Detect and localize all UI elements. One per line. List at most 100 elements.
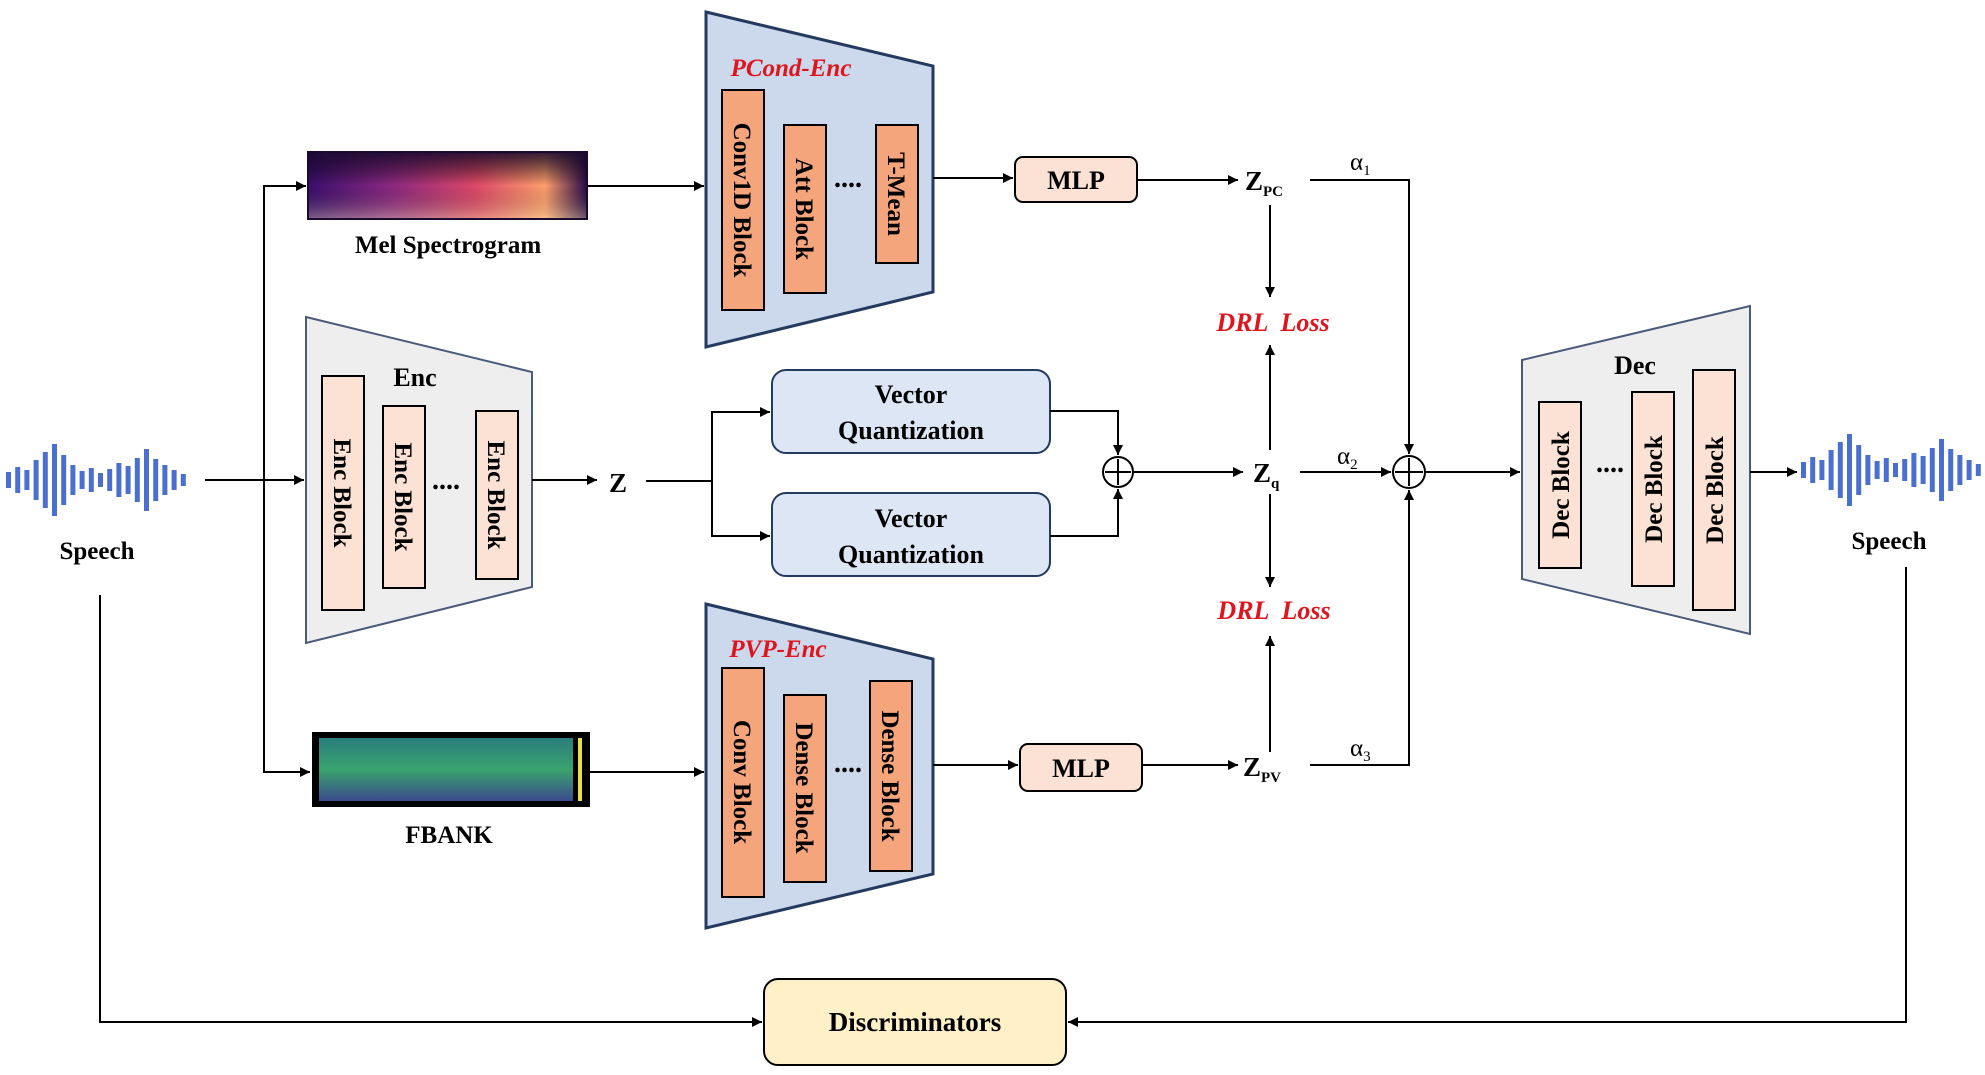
enc-block-1 (321, 375, 365, 611)
conv1d-block-label: Conv1D Block (728, 123, 755, 278)
att-block (783, 124, 827, 294)
waveform-bar (1893, 463, 1898, 477)
speech-output-label: Speech (1852, 528, 1927, 555)
z-pv-label: ZPV (1243, 752, 1281, 786)
waveform-bar (88, 468, 94, 492)
dense-block-1 (783, 694, 827, 883)
waveform-bar (70, 465, 76, 495)
waveform-bar (1920, 456, 1926, 484)
enc-block-1-label: Enc Block (328, 438, 355, 547)
pcond-encoder: PCond-Enc Conv1D Block Att Block .... T-… (704, 10, 935, 349)
alpha-1-label: α1 (1350, 149, 1371, 179)
connectors (99, 173, 1907, 1027)
mel-spectrogram-image (307, 151, 588, 220)
dec-block-1-label: Dec Block (1548, 431, 1575, 539)
waveform-bar (52, 444, 57, 516)
waveform-bar (116, 463, 122, 497)
dec-block-3 (1692, 369, 1736, 611)
waveform-bar (1975, 464, 1981, 476)
enc-block-2-label: Enc Block (389, 442, 416, 551)
waveform-bar (162, 465, 168, 495)
speech-input-label: Speech (60, 538, 135, 565)
vq-bottom-label-line2: Quantization (838, 540, 984, 569)
waveform-bar (1828, 450, 1834, 490)
enc-block-3-label: Enc Block (482, 440, 509, 549)
dec-block-3-label: Dec Block (1702, 436, 1729, 544)
waveform-bar (1874, 461, 1880, 479)
waveform-bar (1902, 459, 1908, 481)
mlp-top (1014, 156, 1138, 203)
discriminators-label: Discriminators (829, 1007, 1001, 1037)
alpha-3-label: α3 (1350, 735, 1371, 765)
dec-block-2 (1631, 391, 1675, 587)
fbank-label: FBANK (405, 822, 493, 849)
dec-title: Dec (1614, 351, 1656, 380)
fbank-image (312, 732, 590, 807)
z-pc-label: ZPC (1245, 166, 1283, 200)
waveform-bar (134, 458, 140, 502)
pvp-dots: .... (834, 748, 862, 779)
waveform-bar (171, 470, 177, 490)
waveform-bar (1819, 460, 1825, 480)
waveform-bar (1966, 460, 1972, 480)
waveform-bar (1911, 453, 1917, 487)
pcond-enc-title: PCond-Enc (730, 55, 852, 82)
dec-block-2-label: Dec Block (1641, 435, 1668, 543)
dense-block-1-label: Dense Block (790, 722, 817, 853)
waveform-bar (1883, 458, 1889, 482)
encoder: Enc Enc Block Enc Block .... Enc Block (305, 315, 533, 645)
waveform-bar (180, 474, 186, 486)
drl-loss-bottom: DRL Loss (1216, 596, 1330, 625)
att-block-label: Att Block (790, 158, 817, 260)
dense-block-2-label: Dense Block (876, 710, 903, 841)
waveform-bar (6, 472, 11, 488)
pcond-dots: .... (834, 163, 862, 194)
mlp-bottom (1019, 743, 1143, 792)
drl-loss-top: DRL Loss (1215, 308, 1329, 337)
waveform-output-icon (1801, 434, 1981, 506)
waveform-bar (42, 452, 48, 508)
dec-block-1 (1538, 401, 1582, 569)
waveform-bar (1856, 445, 1862, 495)
conv-block-label: Conv Block (728, 720, 755, 844)
waveform-bar (1957, 455, 1963, 485)
mel-spectrogram-label: Mel Spectrogram (355, 232, 541, 259)
discriminators-box (763, 978, 1067, 1066)
sum-node-vq (1102, 456, 1134, 488)
mlp-top-label: MLP (1047, 166, 1105, 195)
waveform-bar (1865, 455, 1871, 485)
t-mean-block-label: T-Mean (882, 152, 909, 236)
waveform-bar (24, 470, 30, 490)
waveform-bar (1929, 448, 1935, 492)
dense-block-2 (869, 680, 913, 872)
waveform-bar (1810, 457, 1816, 483)
enc-title: Enc (393, 363, 436, 392)
dec-dots: .... (1596, 448, 1624, 479)
decoder: Dec Dec Block .... Dec Block Dec Block (1521, 304, 1751, 636)
vq-bottom (771, 492, 1051, 577)
alpha-2-label: α2 (1337, 443, 1358, 473)
conv1d-block (721, 89, 765, 311)
waveform-bar (79, 471, 85, 489)
waveform-bar (1847, 434, 1852, 506)
mlp-bottom-label: MLP (1052, 754, 1110, 783)
waveform-bar (33, 460, 39, 500)
z-q-label: Zq (1253, 458, 1280, 492)
pvp-enc-title: PVP-Enc (728, 636, 826, 663)
t-mean-block (875, 124, 919, 264)
vq-top-label-line1: Vector (875, 380, 948, 409)
waveform-bar (61, 455, 67, 505)
waveform-bar (1837, 442, 1843, 498)
pvp-encoder: PVP-Enc Conv Block Dense Block .... Dens… (704, 602, 935, 930)
enc-dots: .... (432, 465, 460, 496)
waveform-bar (1939, 439, 1944, 501)
vq-bottom-label-line1: Vector (875, 504, 948, 533)
sum-node-main (1392, 455, 1426, 489)
enc-block-2 (382, 405, 426, 589)
waveform-bar (98, 473, 103, 487)
waveform-input-icon (6, 444, 186, 516)
waveform-bar (15, 467, 21, 493)
waveform-bar (1801, 462, 1806, 478)
z-label: Z (609, 468, 627, 498)
